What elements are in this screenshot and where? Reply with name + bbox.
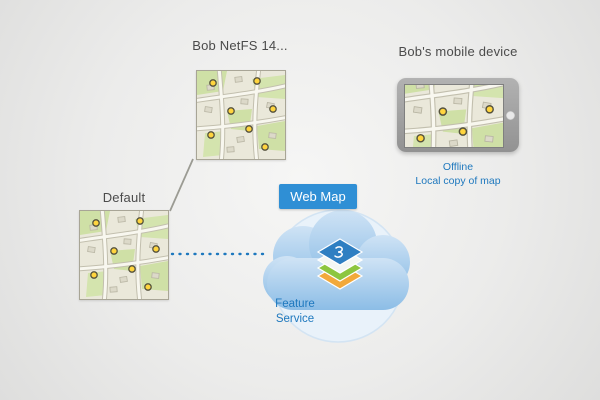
- map-art-icon: [197, 71, 285, 159]
- solid-connector-line: [169, 158, 194, 212]
- feature-service-label: Feature Service: [275, 298, 315, 325]
- cloud-puffs: [263, 210, 410, 310]
- map-art-icon: [405, 85, 503, 147]
- offline-status-text: Offline: [442, 161, 474, 173]
- tablet-device-icon: [397, 78, 519, 152]
- map-art-icon: [80, 211, 168, 299]
- layers-icon: [316, 238, 364, 290]
- mobile-device-label: Bob's mobile device: [398, 44, 518, 59]
- default-map-label: Default: [102, 190, 146, 205]
- map-thumbnail-bob: [196, 70, 286, 160]
- web-map-badge: Web Map: [279, 184, 357, 209]
- cloud-icon: [263, 209, 410, 343]
- local-copy-text: Local copy of map: [415, 175, 501, 187]
- map-thumbnail-default: [79, 210, 169, 300]
- squiggle-3-glyph: [334, 246, 343, 258]
- tablet-screen-map: [404, 84, 504, 148]
- bob-map-label: Bob NetFS 14...: [192, 38, 288, 53]
- home-button-icon: [506, 110, 515, 120]
